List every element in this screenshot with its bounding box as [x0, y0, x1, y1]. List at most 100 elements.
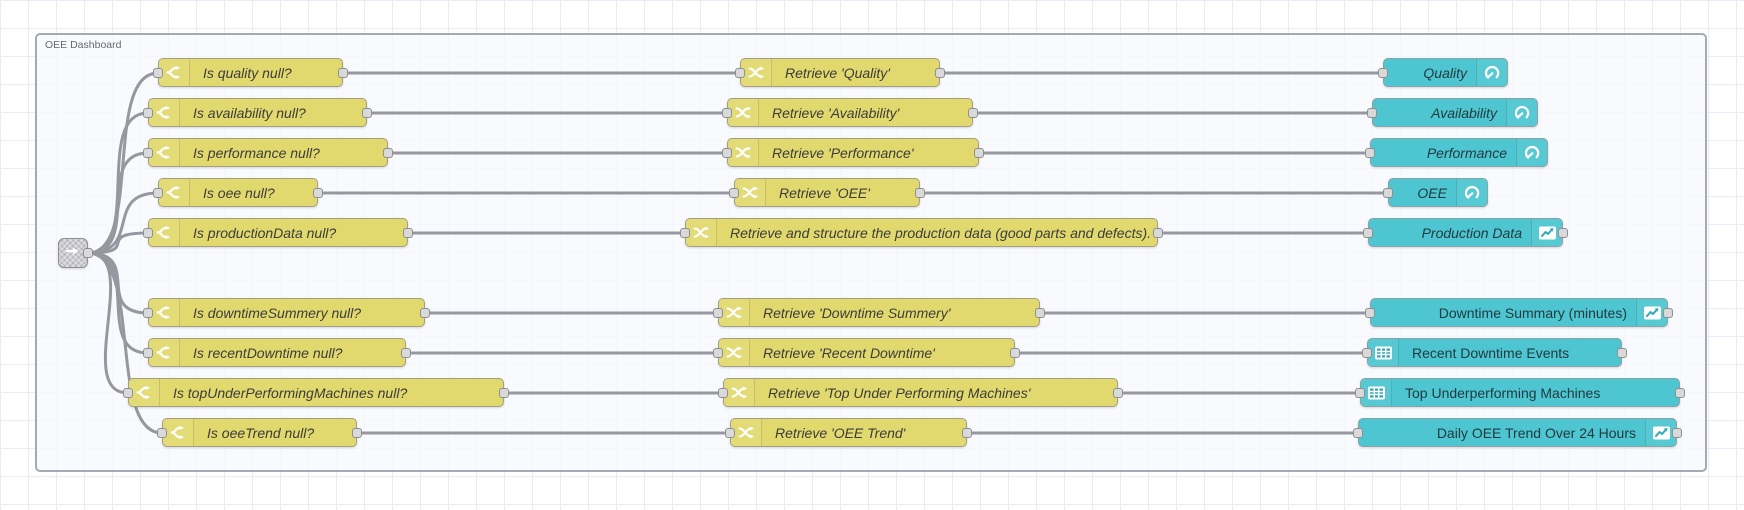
change-icon: [719, 299, 750, 326]
node-port-input[interactable]: [1365, 308, 1375, 318]
node-port-input[interactable]: [1353, 428, 1363, 438]
dashboard-ui-node[interactable]: Availability: [1372, 98, 1538, 127]
gauge-icon: [1456, 179, 1487, 206]
node-port-input[interactable]: [680, 228, 690, 238]
node-port-output[interactable]: [1035, 308, 1045, 318]
node-label: Downtime Summary (minutes): [1438, 304, 1627, 321]
change-node[interactable]: Retrieve 'Performance': [727, 138, 979, 167]
switch-node[interactable]: Is performance null?: [148, 138, 388, 167]
node-port-input[interactable]: [713, 348, 723, 358]
node-label: Recent Downtime Events: [1412, 344, 1570, 361]
switch-node[interactable]: Is availability null?: [148, 98, 367, 127]
node-port-input[interactable]: [735, 68, 745, 78]
node-port-output[interactable]: [499, 388, 509, 398]
node-port-output[interactable]: [1663, 308, 1673, 318]
switch-node[interactable]: Is recentDowntime null?: [148, 338, 406, 367]
node-port-input[interactable]: [713, 308, 723, 318]
node-port-output[interactable]: [420, 308, 430, 318]
switch-node[interactable]: Is productionData null?: [148, 218, 408, 247]
wire[interactable]: [86, 151, 150, 255]
change-node[interactable]: Retrieve and structure the production da…: [685, 218, 1158, 247]
node-port-input[interactable]: [143, 148, 153, 158]
change-node[interactable]: Retrieve 'Downtime Summery': [718, 298, 1040, 327]
wire[interactable]: [86, 111, 150, 255]
node-port-output[interactable]: [1113, 388, 1123, 398]
node-port-output[interactable]: [383, 148, 393, 158]
node-port-input[interactable]: [1363, 228, 1373, 238]
node-port-output[interactable]: [1010, 348, 1020, 358]
change-node[interactable]: Retrieve 'OEE Trend': [730, 418, 967, 447]
node-port-output[interactable]: [1153, 228, 1163, 238]
dashboard-ui-node[interactable]: OEE: [1388, 178, 1488, 207]
change-node[interactable]: Retrieve 'Quality': [740, 58, 940, 87]
node-port-input[interactable]: [1378, 68, 1388, 78]
node-port-output[interactable]: [83, 248, 93, 258]
node-port-output[interactable]: [362, 108, 372, 118]
change-node[interactable]: Retrieve 'OEE': [734, 178, 920, 207]
node-port-output[interactable]: [915, 188, 925, 198]
node-port-input[interactable]: [143, 108, 153, 118]
node-port-input[interactable]: [143, 308, 153, 318]
node-port-input[interactable]: [1383, 188, 1393, 198]
node-port-input[interactable]: [1367, 108, 1377, 118]
node-port-output[interactable]: [403, 228, 413, 238]
wire[interactable]: [86, 231, 150, 255]
gauge-icon: [1506, 99, 1537, 126]
dashboard-ui-node[interactable]: Daily OEE Trend Over 24 Hours: [1358, 418, 1677, 447]
node-port-output[interactable]: [338, 68, 348, 78]
node-port-input[interactable]: [729, 188, 739, 198]
node-port-input[interactable]: [153, 68, 163, 78]
node-port-output[interactable]: [1675, 388, 1685, 398]
dashboard-ui-node[interactable]: Downtime Summary (minutes): [1370, 298, 1668, 327]
node-port-output[interactable]: [352, 428, 362, 438]
node-port-input[interactable]: [153, 188, 163, 198]
node-port-input[interactable]: [725, 428, 735, 438]
node-port-input[interactable]: [722, 108, 732, 118]
link-in-icon: [65, 243, 81, 264]
switch-node[interactable]: Is quality null?: [158, 58, 343, 87]
node-port-input[interactable]: [157, 428, 167, 438]
node-label: Is productionData null?: [193, 224, 337, 241]
node-port-output[interactable]: [935, 68, 945, 78]
node-port-input[interactable]: [718, 388, 728, 398]
node-label: Retrieve 'OEE Trend': [775, 424, 906, 441]
link-in-node[interactable]: [58, 238, 88, 268]
change-icon: [724, 379, 755, 406]
node-port-output[interactable]: [1617, 348, 1627, 358]
node-port-input[interactable]: [1355, 388, 1365, 398]
change-node[interactable]: Retrieve 'Top Under Performing Machines': [723, 378, 1118, 407]
wire[interactable]: [86, 191, 160, 255]
dashboard-ui-node[interactable]: Production Data: [1368, 218, 1563, 247]
node-port-input[interactable]: [143, 228, 153, 238]
wire[interactable]: [86, 251, 150, 355]
node-port-output[interactable]: [962, 428, 972, 438]
node-port-output[interactable]: [1672, 428, 1682, 438]
table-icon: [1361, 379, 1392, 406]
node-port-output[interactable]: [974, 148, 984, 158]
dashboard-ui-node[interactable]: Top Underperforming Machines: [1360, 378, 1680, 407]
wire[interactable]: [86, 251, 164, 435]
node-label: Retrieve 'Downtime Summery': [763, 304, 951, 321]
node-port-input[interactable]: [1365, 148, 1375, 158]
switch-node[interactable]: Is oeeTrend null?: [162, 418, 357, 447]
dashboard-ui-node[interactable]: Quality: [1383, 58, 1508, 87]
change-node[interactable]: Retrieve 'Availability': [727, 98, 973, 127]
switch-node[interactable]: Is topUnderPerformingMachines null?: [128, 378, 504, 407]
node-port-input[interactable]: [722, 148, 732, 158]
dashboard-ui-node[interactable]: Performance: [1370, 138, 1548, 167]
switch-node[interactable]: Is oee null?: [158, 178, 318, 207]
node-port-output[interactable]: [401, 348, 411, 358]
node-port-output[interactable]: [313, 188, 323, 198]
node-port-output[interactable]: [1558, 228, 1568, 238]
node-port-input[interactable]: [123, 388, 133, 398]
node-port-input[interactable]: [1362, 348, 1372, 358]
node-port-input[interactable]: [143, 348, 153, 358]
node-port-output[interactable]: [968, 108, 978, 118]
switch-node[interactable]: Is downtimeSummery null?: [148, 298, 425, 327]
change-node[interactable]: Retrieve 'Recent Downtime': [718, 338, 1015, 367]
chart-icon: [1645, 419, 1676, 446]
node-label: Retrieve and structure the production da…: [730, 224, 1152, 241]
dashboard-ui-node[interactable]: Recent Downtime Events: [1367, 338, 1622, 367]
